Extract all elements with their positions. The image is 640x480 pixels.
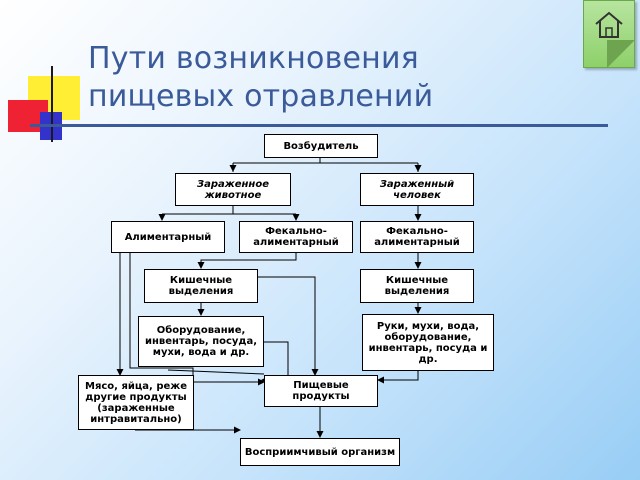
node-fecal-alimentary-2: Фекально- алиментарный	[360, 221, 474, 253]
node-infected-human: Зараженный человек	[360, 173, 474, 206]
node-hands: Руки, мухи, вода, оборудование, инвентар…	[362, 314, 494, 371]
node-fecal-alimentary-1: Фекально- алиментарный	[239, 221, 353, 253]
page-title: Пути возникновения пищевых отравлений	[88, 41, 434, 114]
node-infected-animal: Зараженное животное	[175, 173, 291, 206]
home-icon	[595, 11, 623, 38]
node-meat-eggs: Мясо, яйца, реже другие продукты (зараже…	[78, 375, 194, 430]
node-pathogen: Возбудитель	[264, 134, 378, 158]
arrow-to-intestinal-1	[197, 253, 297, 269]
node-equipment: Оборудование, инвентарь, посуда, мухи, в…	[138, 316, 264, 367]
home-button[interactable]	[583, 0, 635, 68]
page-fold	[607, 40, 635, 68]
node-alimentary: Алиментарный	[111, 221, 225, 253]
arrow-animal-split	[162, 206, 296, 215]
arrow-hands-to-food	[377, 371, 419, 384]
arrow-alimentary-to-food	[129, 253, 265, 386]
node-susceptible-organism: Восприимчивый организм	[240, 438, 400, 466]
arrow-intestinal-to-food	[257, 276, 319, 376]
node-intestinal-2: Кишечные выделения	[360, 269, 474, 303]
title-underline	[30, 124, 608, 127]
arrow-food-link	[167, 369, 265, 375]
node-intestinal-1: Кишечные выделения	[144, 269, 258, 303]
node-food-products: Пищевые продукты	[264, 375, 378, 407]
arrow-pathogen-split	[232, 158, 419, 172]
